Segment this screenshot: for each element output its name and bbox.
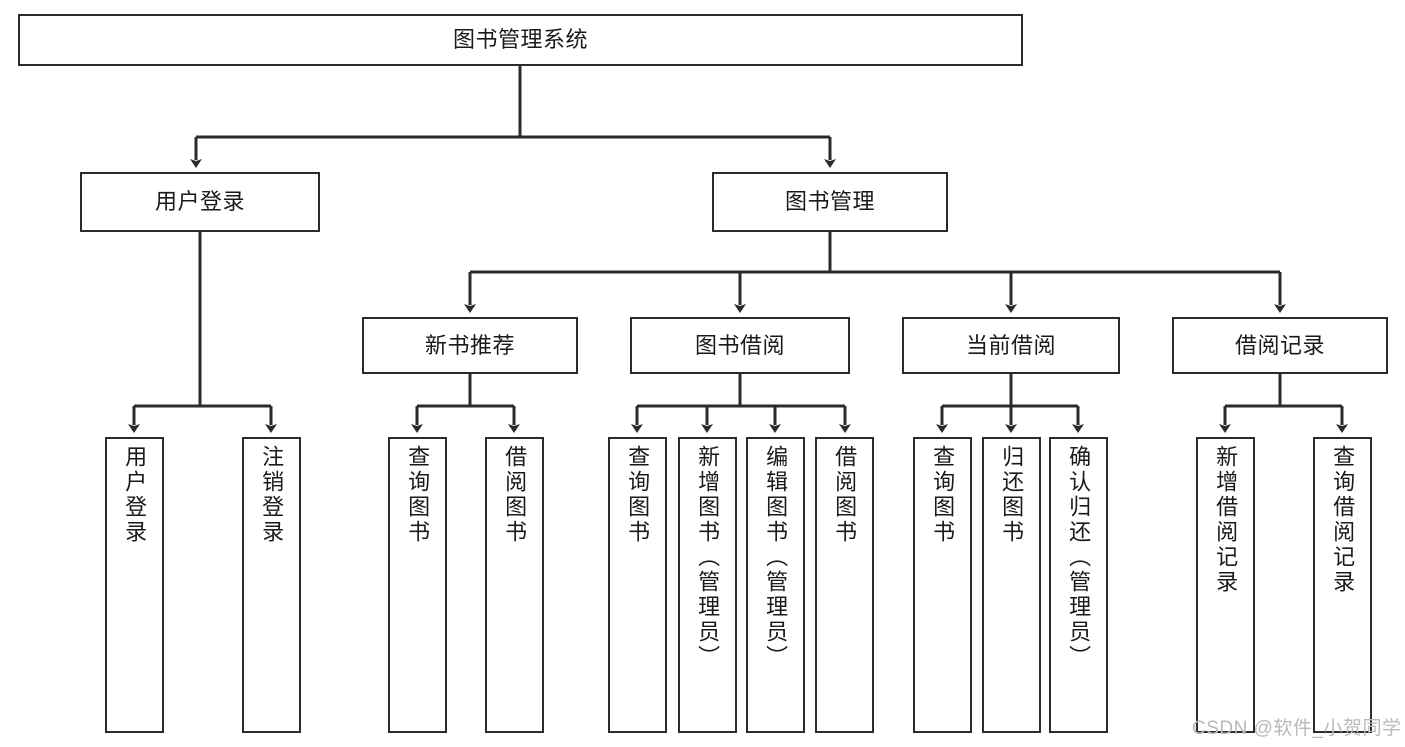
node-leaf-borrow-book-rec[interactable]: 借阅图书 — [485, 437, 544, 733]
node-book-manage[interactable]: 图书管理 — [712, 172, 948, 232]
edge-bookmanage-children — [464, 272, 1286, 313]
node-leaf-confirm-return[interactable]: 确认归还（管理员） — [1049, 437, 1108, 733]
node-leaf-user-logout-label: 注销登录 — [259, 445, 285, 545]
node-leaf-confirm-return-label: 确认归还（管理员） — [1066, 445, 1092, 670]
node-borrow-record[interactable]: 借阅记录 — [1172, 317, 1388, 374]
node-book-borrow-label: 图书借阅 — [694, 332, 785, 358]
node-leaf-edit-book[interactable]: 编辑图书（管理员） — [746, 437, 805, 733]
node-leaf-return-book-label: 归还图书 — [999, 445, 1025, 545]
edge-newbook-trunk — [417, 374, 514, 408]
node-leaf-user-login[interactable]: 用户登录 — [105, 437, 164, 733]
node-leaf-query-book-current-label: 查询图书 — [930, 445, 956, 545]
node-leaf-query-book-rec[interactable]: 查询图书 — [388, 437, 447, 733]
edge-newbook-children — [411, 406, 520, 433]
node-leaf-add-book[interactable]: 新增图书（管理员） — [678, 437, 737, 733]
edge-root-children — [190, 137, 836, 168]
edge-bookmanage-trunk — [470, 232, 1280, 274]
node-leaf-query-book-rec-label: 查询图书 — [405, 445, 431, 545]
node-leaf-user-login-label: 用户登录 — [122, 445, 148, 545]
node-book-manage-label: 图书管理 — [784, 189, 875, 215]
node-leaf-borrow-book[interactable]: 借阅图书 — [815, 437, 874, 733]
node-new-book-rec[interactable]: 新书推荐 — [362, 317, 578, 374]
edge-root-trunk — [196, 66, 830, 139]
node-current-borrow-label: 当前借阅 — [965, 332, 1056, 358]
node-leaf-return-book[interactable]: 归还图书 — [982, 437, 1041, 733]
edge-borrowrecord-children — [1219, 406, 1348, 433]
edge-userlogin-children — [128, 406, 277, 433]
node-leaf-add-book-label: 新增图书（管理员） — [695, 445, 721, 670]
node-leaf-edit-book-label: 编辑图书（管理员） — [763, 445, 789, 670]
edge-bookborrow-trunk — [637, 374, 845, 408]
node-current-borrow[interactable]: 当前借阅 — [902, 317, 1120, 374]
node-borrow-record-label: 借阅记录 — [1234, 332, 1325, 358]
node-leaf-query-book-current[interactable]: 查询图书 — [913, 437, 972, 733]
edge-currentborrow-trunk — [942, 374, 1078, 408]
node-book-borrow[interactable]: 图书借阅 — [630, 317, 850, 374]
node-leaf-add-record[interactable]: 新增借阅记录 — [1196, 437, 1255, 733]
node-root-label: 图书管理系统 — [452, 27, 588, 53]
node-user-login[interactable]: 用户登录 — [80, 172, 320, 232]
node-leaf-query-record-label: 查询借阅记录 — [1330, 445, 1356, 595]
edge-currentborrow-children — [936, 406, 1084, 433]
edge-bookborrow-children — [631, 406, 851, 433]
node-leaf-add-record-label: 新增借阅记录 — [1213, 445, 1239, 595]
edge-borrowrecord-trunk — [1225, 374, 1342, 408]
node-leaf-query-record[interactable]: 查询借阅记录 — [1313, 437, 1372, 733]
node-user-login-label: 用户登录 — [154, 189, 245, 215]
watermark-text: CSDN @软件_小贺同学 — [1192, 718, 1402, 739]
node-leaf-user-logout[interactable]: 注销登录 — [242, 437, 301, 733]
node-leaf-query-book-borrow[interactable]: 查询图书 — [608, 437, 667, 733]
node-leaf-borrow-book-label: 借阅图书 — [832, 445, 858, 545]
edge-userlogin-trunk — [134, 232, 271, 408]
node-leaf-borrow-book-rec-label: 借阅图书 — [502, 445, 528, 545]
node-leaf-query-book-borrow-label: 查询图书 — [625, 445, 651, 545]
node-new-book-rec-label: 新书推荐 — [424, 332, 515, 358]
node-root[interactable]: 图书管理系统 — [18, 14, 1023, 66]
